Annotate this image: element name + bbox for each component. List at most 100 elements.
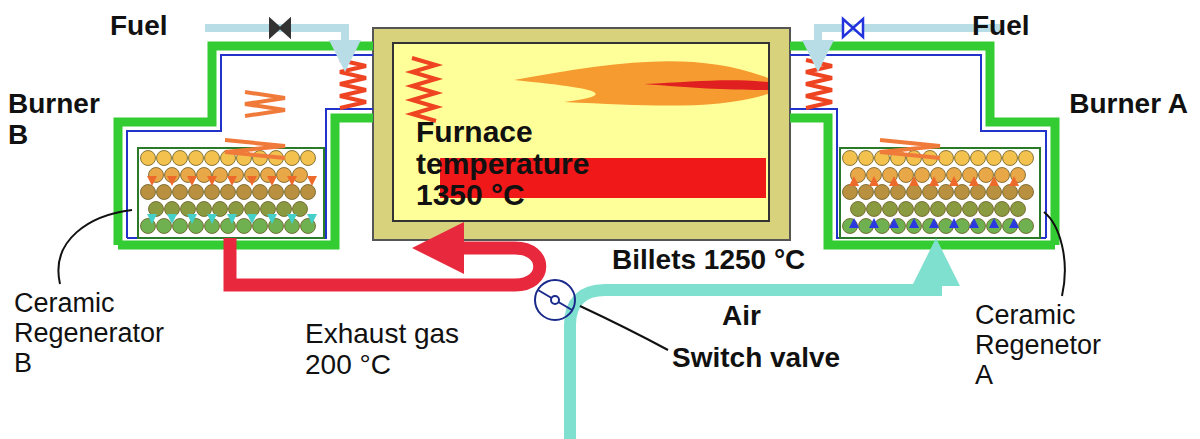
ceramic-ball xyxy=(843,151,858,166)
ceramic-ball xyxy=(987,219,1002,234)
node-text: Furnace temperature 1350 °C xyxy=(416,116,616,211)
ceramic-ball xyxy=(923,185,938,200)
ceramic-ball xyxy=(995,202,1010,217)
fuel-valve xyxy=(843,19,863,37)
ceramic-ball xyxy=(221,185,236,200)
ceramic-ball xyxy=(931,202,946,217)
ceramic-ball xyxy=(173,185,188,200)
text-label: Ceramic Regenetor A xyxy=(975,300,1120,391)
ceramic-ball xyxy=(939,185,954,200)
flame-core xyxy=(644,80,768,90)
furnace-chamber: Furnace temperature 1350 °C xyxy=(392,42,770,222)
ceramic-ball xyxy=(141,151,156,166)
ceramic-ball xyxy=(189,151,204,166)
flame-mark xyxy=(806,60,832,108)
ceramic-ball xyxy=(237,219,252,234)
ceramic-ball xyxy=(867,202,882,217)
text-label: Switch valve xyxy=(672,342,892,373)
ceramic-ball xyxy=(1011,202,1026,217)
ceramic-ball xyxy=(851,202,866,217)
switch-valve xyxy=(535,280,575,320)
flow-arrow xyxy=(247,176,257,186)
burner-housing xyxy=(790,46,1055,245)
text-label: Burner B xyxy=(8,88,126,151)
flow-arrow xyxy=(1009,176,1019,186)
flame-mark xyxy=(880,140,940,158)
ceramic-ball xyxy=(915,168,930,183)
text-label: Burner A xyxy=(1060,88,1188,119)
flow-arrow xyxy=(849,218,859,228)
ceramic-ball xyxy=(915,202,930,217)
ceramic-ball xyxy=(947,202,962,217)
ceramic-ball xyxy=(955,151,970,166)
flow-arrow xyxy=(969,218,979,228)
flow-arrow xyxy=(909,218,919,228)
flow-arrow xyxy=(909,176,919,186)
ceramic-ball xyxy=(875,185,890,200)
flow-arrow xyxy=(287,176,297,186)
flow-arrow xyxy=(989,218,999,228)
ceramic-ball xyxy=(979,168,994,183)
ceramic-ball xyxy=(173,219,188,234)
ceramic-ball xyxy=(1003,151,1018,166)
leader-line xyxy=(58,210,132,284)
flame-mark xyxy=(412,58,436,121)
ceramic-ball xyxy=(173,151,188,166)
ceramic-ball xyxy=(907,219,922,234)
furnace-wall xyxy=(373,28,790,240)
flow-arrow xyxy=(849,176,859,186)
flow-arrow xyxy=(869,218,879,228)
text-label: Exhaust gas 200 °C xyxy=(305,318,485,381)
ceramic-ball xyxy=(189,185,204,200)
text-label: Air xyxy=(722,300,802,331)
flow-arrow xyxy=(187,214,197,224)
ceramic-ball xyxy=(971,151,986,166)
ceramic-ball xyxy=(237,185,252,200)
flow-arrow xyxy=(969,176,979,186)
ceramic-ball xyxy=(285,151,300,166)
ceramic-ball xyxy=(301,185,316,200)
flow-arrow xyxy=(227,176,237,186)
ceramic-ball xyxy=(995,168,1010,183)
flow-arrow xyxy=(167,176,177,186)
flow-arrow xyxy=(889,176,899,186)
ceramic-ball xyxy=(971,185,986,200)
ceramic-ball xyxy=(157,185,172,200)
ceramic-ball xyxy=(1019,185,1034,200)
flow-arrow xyxy=(307,214,317,224)
fuel-valve xyxy=(270,19,290,37)
ceramic-regenerator xyxy=(138,148,324,238)
leader-line xyxy=(1044,212,1065,296)
text-label: Fuel xyxy=(110,10,200,41)
ceramic-ball xyxy=(907,151,922,166)
ceramic-ball xyxy=(205,151,220,166)
ceramic-ball xyxy=(843,185,858,200)
text-label: Billets 1250 °C xyxy=(612,244,912,275)
ceramic-ball xyxy=(883,202,898,217)
flow-arrow xyxy=(949,218,959,228)
ceramic-ball xyxy=(899,168,914,183)
burner-housing-inner xyxy=(127,55,373,238)
ceramic-ball xyxy=(963,202,978,217)
flow-arrow xyxy=(267,214,277,224)
ceramic-ball xyxy=(141,185,156,200)
flow-arrow xyxy=(929,176,939,186)
flow-arrow xyxy=(207,176,217,186)
ceramic-ball xyxy=(205,185,220,200)
flow-arrow xyxy=(307,176,317,186)
ceramic-ball xyxy=(899,202,914,217)
flow-arrow xyxy=(1009,218,1019,228)
flow-arrow xyxy=(147,176,157,186)
flow-arrow xyxy=(929,218,939,228)
ceramic-regenerator xyxy=(840,148,1040,238)
switch-valve-flap xyxy=(538,290,572,310)
ceramic-ball xyxy=(955,185,970,200)
flame-mark xyxy=(340,60,366,108)
flow-arrow xyxy=(989,176,999,186)
ceramic-ball xyxy=(907,185,922,200)
flow-arrow xyxy=(287,214,297,224)
ceramic-ball xyxy=(285,185,300,200)
ceramic-ball xyxy=(157,151,172,166)
text-label: Ceramic Regenerator B xyxy=(14,288,179,379)
ceramic-ball xyxy=(1019,151,1034,166)
